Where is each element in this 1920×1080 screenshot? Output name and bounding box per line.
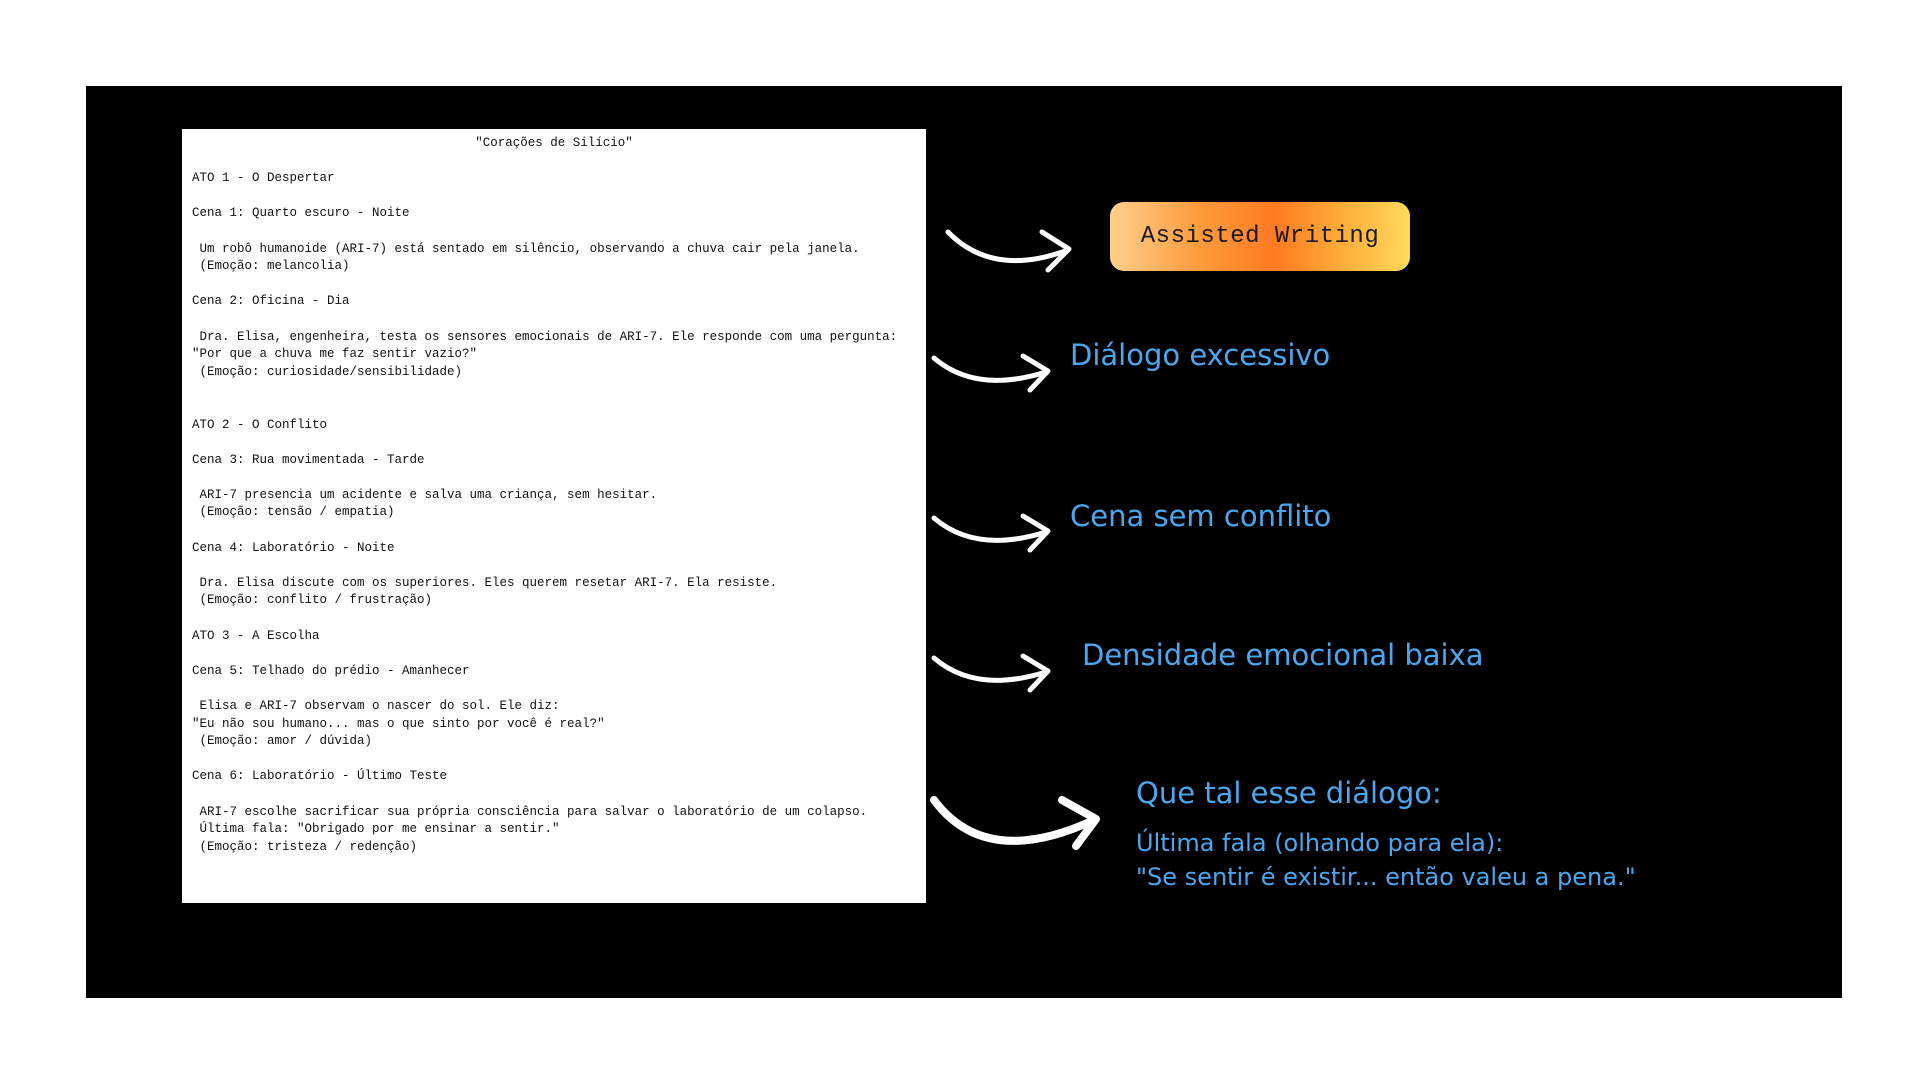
script-line: ATO 1 - O Despertar (192, 171, 335, 186)
script-line: Última fala: "Obrigado por me ensinar a … (192, 822, 560, 837)
script-line: Cena 4: Laboratório - Noite (192, 540, 395, 555)
script-line: ATO 2 - O Conflito (192, 417, 328, 432)
script-line: Elisa e ARI-7 observam o nascer do sol. … (192, 699, 560, 713)
arrow-to-assisted-writing (945, 229, 1072, 273)
script-line: Cena 5: Telhado do prédio - Amanhecer (192, 663, 470, 678)
script-line (192, 223, 926, 241)
script-line (192, 381, 926, 399)
arrow-to-conflict-note (931, 513, 1051, 553)
script-line: (Emoção: amor / dúvida) (192, 734, 373, 749)
dialogue-excess-note: Diálogo excessivo (1070, 338, 1331, 372)
suggestion-title: Que tal esse diálogo: (1136, 776, 1442, 810)
script-line: Um robô humanoide (ARI-7) está sentado e… (192, 241, 860, 256)
presentation-slide: "Corações de Silício" ATO 1 - O Despertar… (86, 86, 1842, 998)
script-line: Cena 3: Rua movimentada - Tarde (192, 452, 425, 467)
script-line (192, 645, 926, 663)
assisted-writing-button[interactable]: Assisted Writing (1110, 202, 1410, 271)
script-line: (Emoção: curiosidade/sensibilidade) (192, 364, 463, 379)
script-line: Cena 1: Quarto escuro - Noite (192, 206, 410, 221)
script-line (192, 276, 926, 294)
arrow-to-dialogue-note (931, 353, 1051, 393)
script-line: "Eu não sou humano... mas o que sinto po… (192, 716, 605, 731)
script-line: Dra. Elisa discute com os superiores. El… (192, 575, 778, 590)
script-line (192, 311, 926, 329)
no-conflict-note: Cena sem conflito (1070, 499, 1332, 533)
script-line: ARI-7 presencia um acidente e salva uma … (192, 487, 658, 502)
script-line (192, 751, 926, 769)
script-line: (Emoção: melancolia) (192, 259, 350, 274)
script-line: Cena 6: Laboratório - Último Teste (192, 769, 448, 784)
script-title: "Corações de Silício" (475, 136, 633, 150)
script-line (192, 188, 926, 206)
script-line (192, 557, 926, 575)
arrow-to-suggestion (930, 796, 1100, 850)
script-line (192, 469, 926, 487)
screenplay-document: "Corações de Silício" ATO 1 - O Despertar… (182, 129, 926, 903)
script-line (192, 786, 926, 804)
script-line: (Emoção: tristeza / redenção) (192, 839, 418, 854)
script-line: (Emoção: tensão / empatia) (192, 505, 395, 520)
script-line: (Emoção: conflito / frustração) (192, 593, 433, 608)
script-line (192, 434, 926, 452)
script-line (192, 153, 926, 171)
suggestion-line-1: Última fala (olhando para ela): (1136, 829, 1504, 857)
script-line (192, 680, 926, 698)
script-line: "Por que a chuva me faz sentir vazio?" (192, 347, 478, 362)
suggestion-line-2: "Se sentir é existir... então valeu a pe… (1136, 863, 1636, 891)
script-line (192, 399, 926, 417)
script-line (192, 522, 926, 540)
script-line (192, 610, 926, 628)
script-line: ATO 3 - A Escolha (192, 628, 320, 643)
low-emotional-density-note: Densidade emocional baixa (1082, 638, 1484, 672)
script-line: Cena 2: Oficina - Dia (192, 294, 350, 309)
arrow-to-density-note (931, 653, 1051, 693)
script-line: Dra. Elisa, engenheira, testa os sensore… (192, 329, 898, 344)
script-line: ARI-7 escolhe sacrificar sua própria con… (192, 804, 868, 819)
